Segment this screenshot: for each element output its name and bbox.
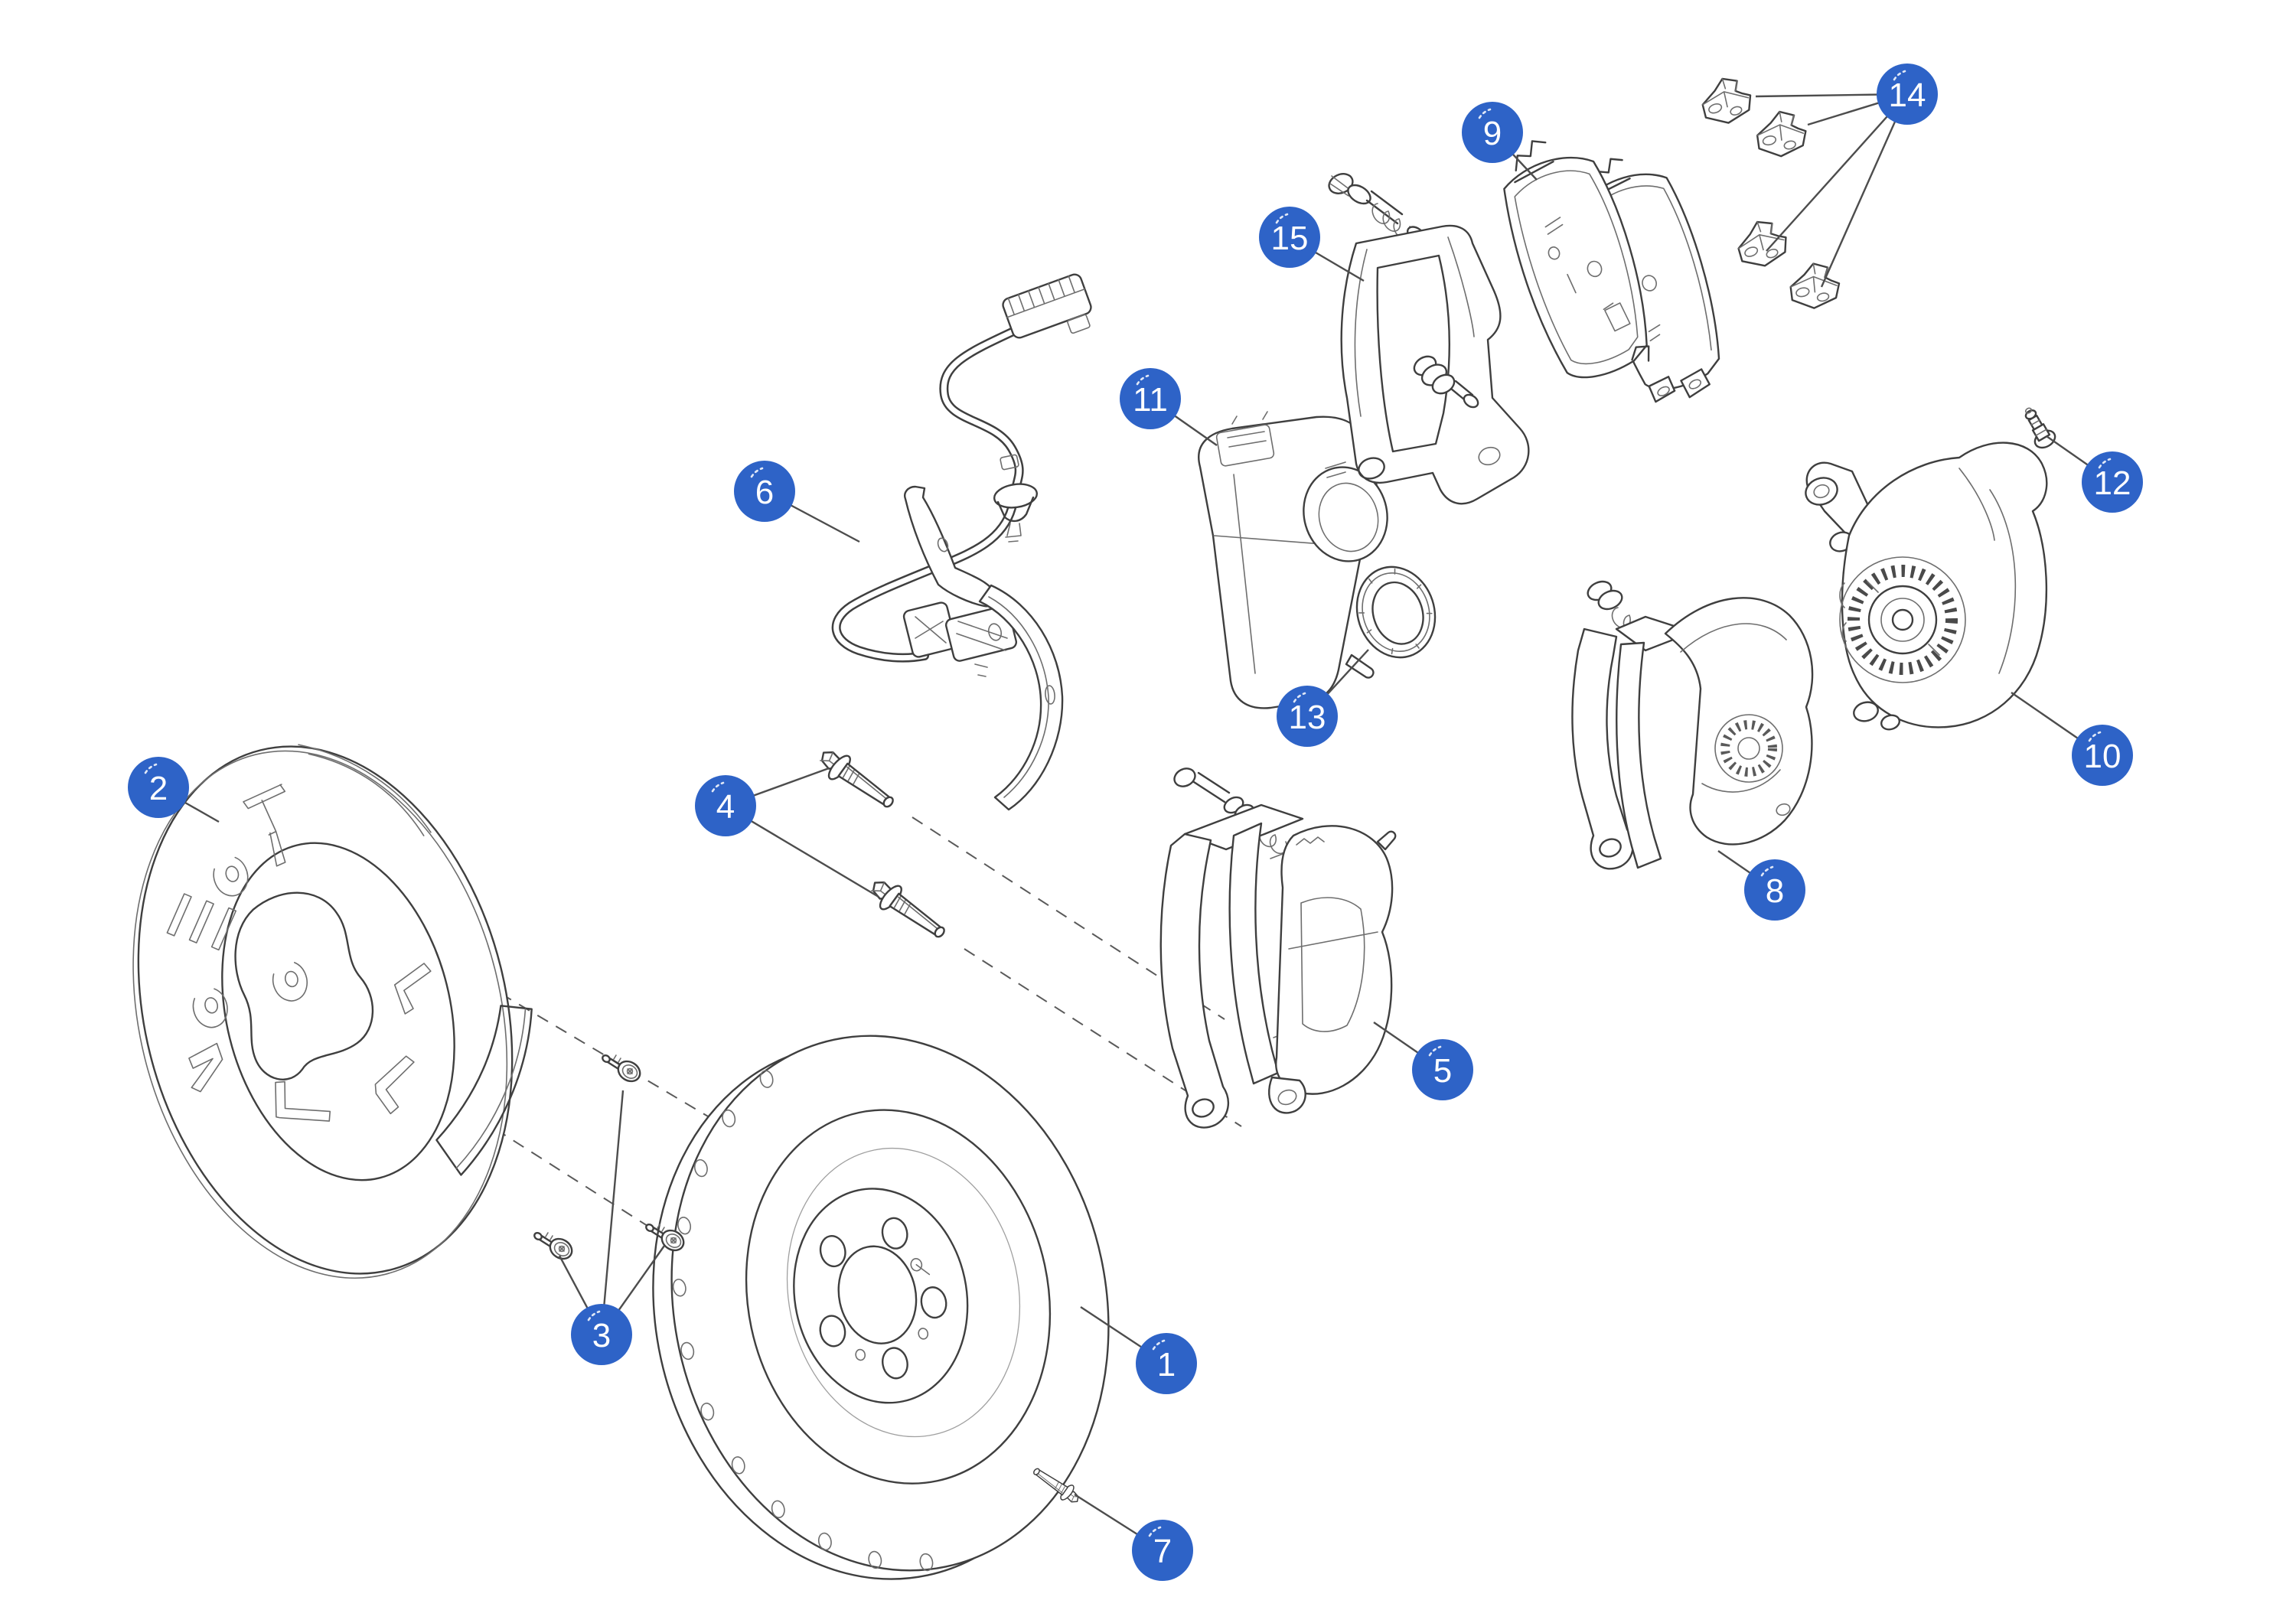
- bubble-highlight: [1478, 108, 1492, 119]
- callout-number: 7: [1153, 1533, 1172, 1570]
- callout-bubble[interactable]: [1412, 1039, 1473, 1100]
- callout-number: 8: [1766, 872, 1784, 910]
- splash-shield: [132, 744, 533, 1279]
- callout-number: 6: [755, 474, 774, 511]
- bracket-guide-pin-upper: [1328, 173, 1426, 243]
- callout-number: 1: [1157, 1346, 1176, 1383]
- callout-4[interactable]: 4: [695, 767, 879, 898]
- bubble-highlight: [1428, 1045, 1442, 1057]
- bubble-highlight: [1275, 213, 1289, 224]
- leader-line: [1820, 93, 1909, 288]
- caliper-assembly-outer: [1571, 580, 1814, 870]
- callout-bubble[interactable]: [2072, 725, 2133, 786]
- callout-number: 5: [1433, 1052, 1452, 1090]
- bubble-highlight: [1760, 865, 1774, 877]
- bubble-highlight: [2088, 731, 2102, 742]
- bubble-highlight: [587, 1310, 601, 1322]
- callout-bubble[interactable]: [128, 757, 189, 818]
- callout-9[interactable]: 9: [1462, 102, 1538, 181]
- bubble-highlight: [144, 763, 158, 774]
- brake-rotor: [652, 1035, 1110, 1580]
- harness-connector-bottom: [902, 601, 1018, 677]
- bubble-highlight: [750, 467, 764, 478]
- bubble-highlight: [1136, 374, 1150, 386]
- callout-number: 14: [1889, 77, 1926, 114]
- callout-bubble[interactable]: [1744, 859, 1805, 921]
- harness-grommet: [993, 454, 1039, 543]
- caliper-epb-rear: [1805, 442, 2048, 731]
- callout-2[interactable]: 2: [128, 757, 220, 823]
- callout-bubble[interactable]: [1136, 1333, 1197, 1394]
- piston-seal: [1355, 565, 1437, 659]
- bubble-highlight: [711, 781, 725, 793]
- callout-7[interactable]: 7: [1074, 1493, 1193, 1581]
- callout-bubble[interactable]: [734, 461, 795, 522]
- callout-number: 10: [2084, 738, 2122, 775]
- guide-pin-bolts: [812, 741, 954, 947]
- callout-number: 2: [149, 770, 168, 807]
- callout-14[interactable]: 14: [1755, 64, 1938, 288]
- leader-line: [1766, 93, 1908, 252]
- bleeder-screw: [2024, 407, 2056, 449]
- brake-pads: [1503, 140, 1720, 403]
- callout-12[interactable]: 12: [2046, 435, 2143, 513]
- bubble-highlight: [1293, 692, 1306, 703]
- callout-bubble[interactable]: [1277, 686, 1338, 747]
- epb-actuator: [1198, 411, 1388, 712]
- leader-line: [600, 1090, 625, 1335]
- callout-5[interactable]: 5: [1373, 1022, 1473, 1100]
- caliper-assembly-front: [1159, 768, 1397, 1129]
- callout-8[interactable]: 8: [1717, 850, 1805, 921]
- wiring-harness: [831, 273, 1092, 811]
- callout-13[interactable]: 13: [1277, 649, 1369, 747]
- callout-number: 12: [2094, 464, 2131, 502]
- callout-bubble[interactable]: [1462, 102, 1523, 163]
- callout-11[interactable]: 11: [1120, 368, 1218, 446]
- callout-number: 15: [1271, 220, 1309, 257]
- callout-number: 13: [1289, 699, 1326, 736]
- callout-number: 3: [592, 1317, 611, 1354]
- callout-bubble[interactable]: [1120, 368, 1181, 429]
- bracket-guide-pin-lower: [1413, 355, 1479, 409]
- callout-number: 11: [1133, 381, 1168, 419]
- callout-10[interactable]: 10: [2011, 692, 2133, 786]
- bubble-highlight: [1152, 1339, 1166, 1351]
- caliper-bracket: [1328, 173, 1530, 505]
- callout-bubble[interactable]: [695, 775, 756, 836]
- bubble-highlight: [2098, 458, 2112, 469]
- callout-bubble[interactable]: [2082, 451, 2143, 513]
- bubble-highlight: [1148, 1526, 1162, 1537]
- callout-bubble[interactable]: [1132, 1520, 1193, 1581]
- callout-bubble[interactable]: [1259, 207, 1320, 268]
- harness-blade-bracket: [978, 584, 1064, 811]
- callout-6[interactable]: 6: [734, 461, 860, 543]
- callout-number: 4: [716, 788, 735, 826]
- callout-15[interactable]: 15: [1259, 207, 1365, 282]
- bubble-highlight: [1893, 70, 1906, 81]
- callout-bubble[interactable]: [571, 1304, 632, 1365]
- callout-3[interactable]: 3: [558, 1090, 665, 1365]
- callout-1[interactable]: 1: [1080, 1305, 1197, 1394]
- callout-bubble[interactable]: [1877, 64, 1938, 125]
- harness-connector-top: [1002, 273, 1092, 339]
- callout-number: 9: [1483, 115, 1502, 152]
